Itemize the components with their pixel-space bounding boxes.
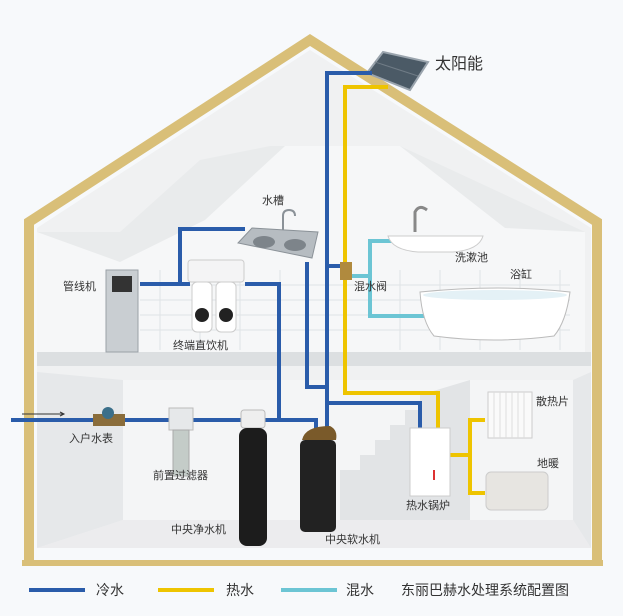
water-meter (93, 407, 125, 426)
legend-label-cold: 冷水 (96, 583, 124, 599)
label-pre-filter: 前置过滤器 (153, 469, 208, 482)
legend-label-hot: 热水 (226, 583, 254, 599)
label-terminal-drinker: 终端直饮机 (173, 339, 228, 352)
diagram-title: 东丽巴赫水处理系统配置图 (401, 583, 569, 599)
pipeline-machine (105, 269, 139, 353)
house-frame (24, 34, 602, 562)
legend-swatch-cold (29, 588, 85, 592)
radiator (487, 391, 533, 439)
legend: 冷水 热水 混水 东丽巴赫水处理系统配置图 (0, 576, 623, 606)
hot-water-pipes (343, 85, 485, 495)
label-mixing-valve: 混水阀 (354, 280, 387, 293)
pre-filter (168, 407, 194, 477)
legend-swatch-mixed (281, 588, 337, 592)
label-water-meter: 入户水表 (69, 432, 113, 445)
kitchen-sink (237, 208, 319, 259)
label-sink: 水槽 (262, 194, 284, 207)
label-pipeline-machine: 管线机 (63, 280, 96, 293)
terminal-drinker (187, 259, 245, 333)
label-solar: 太阳能 (435, 54, 484, 73)
label-central-purifier: 中央净水机 (171, 523, 226, 536)
label-boiler: 热水锅炉 (406, 499, 450, 512)
legend-label-mixed: 混水 (346, 583, 374, 599)
floor-heating (485, 471, 549, 511)
bathtub (419, 287, 571, 341)
legend-swatch-hot (158, 588, 214, 592)
hot-water-boiler (409, 427, 451, 497)
label-central-softener: 中央软水机 (325, 533, 380, 546)
central-purifier (239, 409, 267, 546)
label-radiator: 散热片 (536, 395, 569, 408)
label-floor-heating: 地暖 (537, 457, 559, 470)
mixing-valve (340, 262, 352, 280)
label-bathtub: 浴缸 (510, 268, 532, 281)
label-washbasin: 洗漱池 (455, 251, 488, 264)
central-softener (300, 426, 337, 532)
washbasin (387, 205, 484, 253)
solar-panel (365, 50, 430, 92)
floor-slab (37, 352, 591, 366)
